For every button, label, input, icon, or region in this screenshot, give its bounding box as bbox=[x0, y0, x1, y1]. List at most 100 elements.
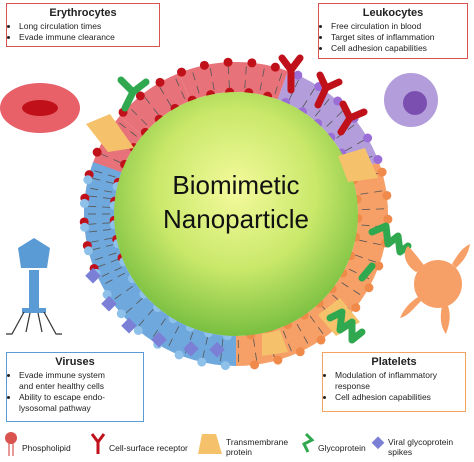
phospholipid-head bbox=[84, 246, 94, 256]
lipid-tail-line bbox=[374, 190, 383, 193]
virus-icon bbox=[6, 238, 62, 335]
erythrocyte-membrane-segment bbox=[179, 62, 288, 101]
phospholipid-head bbox=[199, 60, 209, 70]
virus-membrane-segment bbox=[98, 265, 237, 366]
lipid-tail-line bbox=[323, 98, 330, 106]
lipid-tail-line bbox=[189, 332, 194, 341]
legend-label-receptor: Cell-surface receptor bbox=[109, 443, 188, 453]
leukocytes-box: Leukocytes Free circulation in blood Tar… bbox=[318, 3, 468, 59]
phospholipid-head bbox=[116, 309, 126, 319]
lipid-tail-line bbox=[97, 263, 106, 268]
transmembrane-protein-icon bbox=[86, 114, 134, 152]
lipid-tail-line bbox=[117, 272, 125, 278]
phospholipid-head bbox=[383, 214, 393, 224]
transmembrane-protein-legend-icon bbox=[198, 434, 222, 454]
phospholipid-head bbox=[270, 62, 280, 72]
lipid-tail-line bbox=[144, 97, 151, 104]
lipid-tail-line bbox=[294, 79, 299, 88]
lipid-tail-line bbox=[114, 266, 122, 271]
lipid-tail-line bbox=[92, 177, 101, 181]
phospholipid-head bbox=[293, 70, 303, 80]
phospholipid-head bbox=[273, 355, 283, 365]
platelet-membrane-segment bbox=[236, 162, 389, 367]
lipid-tail-line bbox=[368, 259, 377, 263]
lipid-tail-line bbox=[181, 91, 186, 100]
viral-glycoprotein-spike-icons bbox=[85, 267, 225, 358]
nanoparticle-title: Biomimetic Nanoparticle bbox=[118, 168, 354, 236]
list-item: Cell adhesion capabilities bbox=[331, 43, 467, 54]
lipid-tail-line bbox=[89, 230, 98, 233]
leukocyte-icon bbox=[384, 73, 438, 127]
erythrocytes-box: Erythrocytes Long circulation times Evad… bbox=[6, 3, 160, 47]
lipid-tail-line bbox=[138, 319, 145, 326]
phospholipid-head bbox=[177, 67, 187, 77]
red-blood-cell-icon bbox=[0, 83, 80, 133]
phospholipid-head bbox=[364, 283, 374, 293]
list-item: Target sites of inflammation bbox=[331, 32, 467, 43]
lipid-tail-line bbox=[88, 223, 97, 225]
phospholipid-head bbox=[377, 167, 387, 177]
lipid-tail-line bbox=[166, 98, 172, 107]
lipid-tail-line bbox=[196, 85, 200, 94]
lipid-tail-line bbox=[102, 228, 111, 231]
glycoprotein-icon bbox=[326, 222, 412, 344]
legend bbox=[5, 432, 385, 456]
phospholipid-head bbox=[135, 91, 145, 101]
lipid-tail-line bbox=[202, 350, 205, 359]
lipid-tail-line bbox=[108, 252, 117, 256]
erythrocytes-title: Erythrocytes bbox=[49, 7, 117, 19]
platelets-title: Platelets bbox=[371, 356, 417, 368]
lipid-tail-line bbox=[159, 86, 165, 95]
lipid-tail-line bbox=[355, 254, 363, 259]
lipid-tail-line bbox=[314, 109, 321, 117]
lipid-tail-line bbox=[309, 88, 315, 96]
list-item: Ability to escape endo-lysosomal pathway bbox=[19, 392, 143, 414]
lipid-tail-line bbox=[212, 81, 215, 90]
phospholipid-head bbox=[133, 325, 143, 335]
legend-label-glycoprotein: Glycoprotein bbox=[318, 443, 366, 453]
cell-surface-receptor-icon bbox=[278, 54, 368, 136]
phospholipid-head bbox=[373, 155, 383, 165]
lipid-tail-line bbox=[152, 329, 159, 337]
phospholipid-head bbox=[197, 357, 207, 367]
lipid-tail-line bbox=[103, 190, 112, 193]
list-item: Free circulation in blood bbox=[331, 21, 467, 32]
lipid-tail-line bbox=[105, 181, 114, 184]
lipid-tail-line bbox=[259, 82, 262, 91]
lipid-tail-line bbox=[360, 192, 369, 195]
legend-label-transmembrane: Transmembrane protein bbox=[226, 437, 288, 457]
phospholipid-head bbox=[374, 261, 384, 271]
list-item-line: response bbox=[335, 381, 370, 391]
lipid-tail-line bbox=[90, 240, 99, 243]
phospholipid-head bbox=[247, 58, 257, 68]
lipid-tail-line bbox=[278, 73, 283, 81]
membrane-ring bbox=[83, 62, 389, 367]
list-item: Long circulation times bbox=[19, 21, 159, 32]
lipid-tail-line bbox=[361, 224, 370, 227]
phospholipid-head bbox=[92, 147, 102, 157]
lipid-tail-line bbox=[336, 110, 343, 118]
phospholipid-head bbox=[80, 222, 90, 232]
phospholipid-head bbox=[220, 361, 230, 371]
transmembrane-protein-icon bbox=[338, 148, 378, 182]
lipid-tail-line bbox=[168, 338, 173, 347]
lipid-tail-line bbox=[92, 247, 101, 251]
title-line-1: Biomimetic bbox=[172, 170, 300, 200]
viruses-title: Viruses bbox=[55, 356, 95, 368]
lipid-tail-line bbox=[209, 68, 213, 77]
lipid-tail-line bbox=[326, 120, 333, 127]
lipid-tail-line bbox=[147, 308, 154, 316]
lipid-tail-line bbox=[274, 86, 278, 95]
lipid-tail-line bbox=[288, 343, 292, 352]
lipid-tail-line bbox=[347, 124, 355, 131]
lipid-tail-line bbox=[113, 159, 122, 164]
leukocyte-membrane-segment bbox=[277, 71, 379, 173]
lipid-tail-line bbox=[253, 338, 256, 347]
list-item-line: lysosomal pathway bbox=[19, 403, 91, 413]
lipid-tail-line bbox=[160, 318, 166, 326]
lipid-tail-line bbox=[102, 222, 111, 224]
lipid-tail-line bbox=[221, 339, 224, 348]
